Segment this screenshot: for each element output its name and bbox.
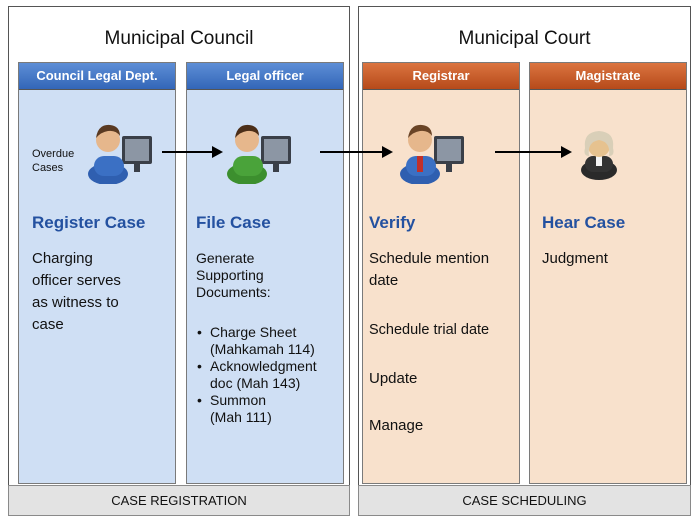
overdue-line-1: Overdue [32,148,75,160]
column-header: Legal officer [187,63,343,90]
flow-arrow [495,146,572,158]
list-item-line: doc (Mah 143) [210,375,301,391]
column-header: Magistrate [530,63,686,90]
clerk-at-computer-icon [227,124,291,184]
desc-line: Documents: [196,284,271,300]
desc-line: date [369,272,399,289]
footer-case-registration: CASE REGISTRATION [8,485,350,516]
group-title-council: Municipal Council [104,28,254,49]
desc-line: Charging [32,250,93,267]
list-item-line: (Mah 111) [210,409,272,425]
list-item: • Summon (Mah 111) [196,392,344,426]
group-title-court: Municipal Court [458,28,591,49]
list-item-line: (Mahkamah 114) [210,341,315,357]
file-case-description: Generate Supporting Documents: [196,250,341,301]
list-item: • Charge Sheet (Mahkamah 114) [196,324,344,358]
verify-item-update: Update [369,370,418,387]
magistrate-icon [581,131,617,180]
verify-item-schedule-mention: Schedule mention date [369,248,519,292]
flow-arrow [320,146,393,158]
stage-title-verify: Verify [369,213,416,232]
desc-line: case [32,316,64,333]
column-header: Council Legal Dept. [19,63,175,90]
list-item-line: Summon [210,392,267,408]
stage-title-file-case: File Case [196,213,271,232]
verify-item-schedule-trial: Schedule trial date [369,322,490,338]
clerk-at-computer-icon [400,124,464,184]
overdue-cases-label: Overdue Cases [32,147,74,175]
list-item-line: Acknowledgment [210,358,317,374]
stage-title-register-case: Register Case [32,213,146,232]
column-header: Registrar [363,63,519,90]
desc-line: Supporting [196,267,264,283]
desc-line: Generate [196,250,255,266]
column-legal-officer: Legal officer [186,62,344,484]
overdue-line-2: Cases [32,162,64,174]
list-item: • Acknowledgment doc (Mah 143) [196,358,344,392]
column-council-legal-dept: Council Legal Dept. [18,62,176,484]
hear-case-description: Judgment [542,250,608,267]
column-registrar: Registrar [362,62,520,484]
flow-arrow [162,146,223,158]
clerk-at-computer-icon [88,124,152,184]
desc-line: Schedule mention [369,250,490,267]
column-magistrate: Magistrate [529,62,687,484]
stage-title-hear-case: Hear Case [542,213,626,232]
list-item-line: Charge Sheet [210,324,297,340]
footer-case-scheduling: CASE SCHEDULING [358,485,691,516]
desc-line: as witness to [32,294,119,311]
verify-item-manage: Manage [369,417,424,434]
document-list: • Charge Sheet (Mahkamah 114) • Acknowle… [196,324,344,426]
desc-line: officer serves [32,272,121,289]
register-case-description: Charging officer serves as witness to ca… [32,248,172,336]
